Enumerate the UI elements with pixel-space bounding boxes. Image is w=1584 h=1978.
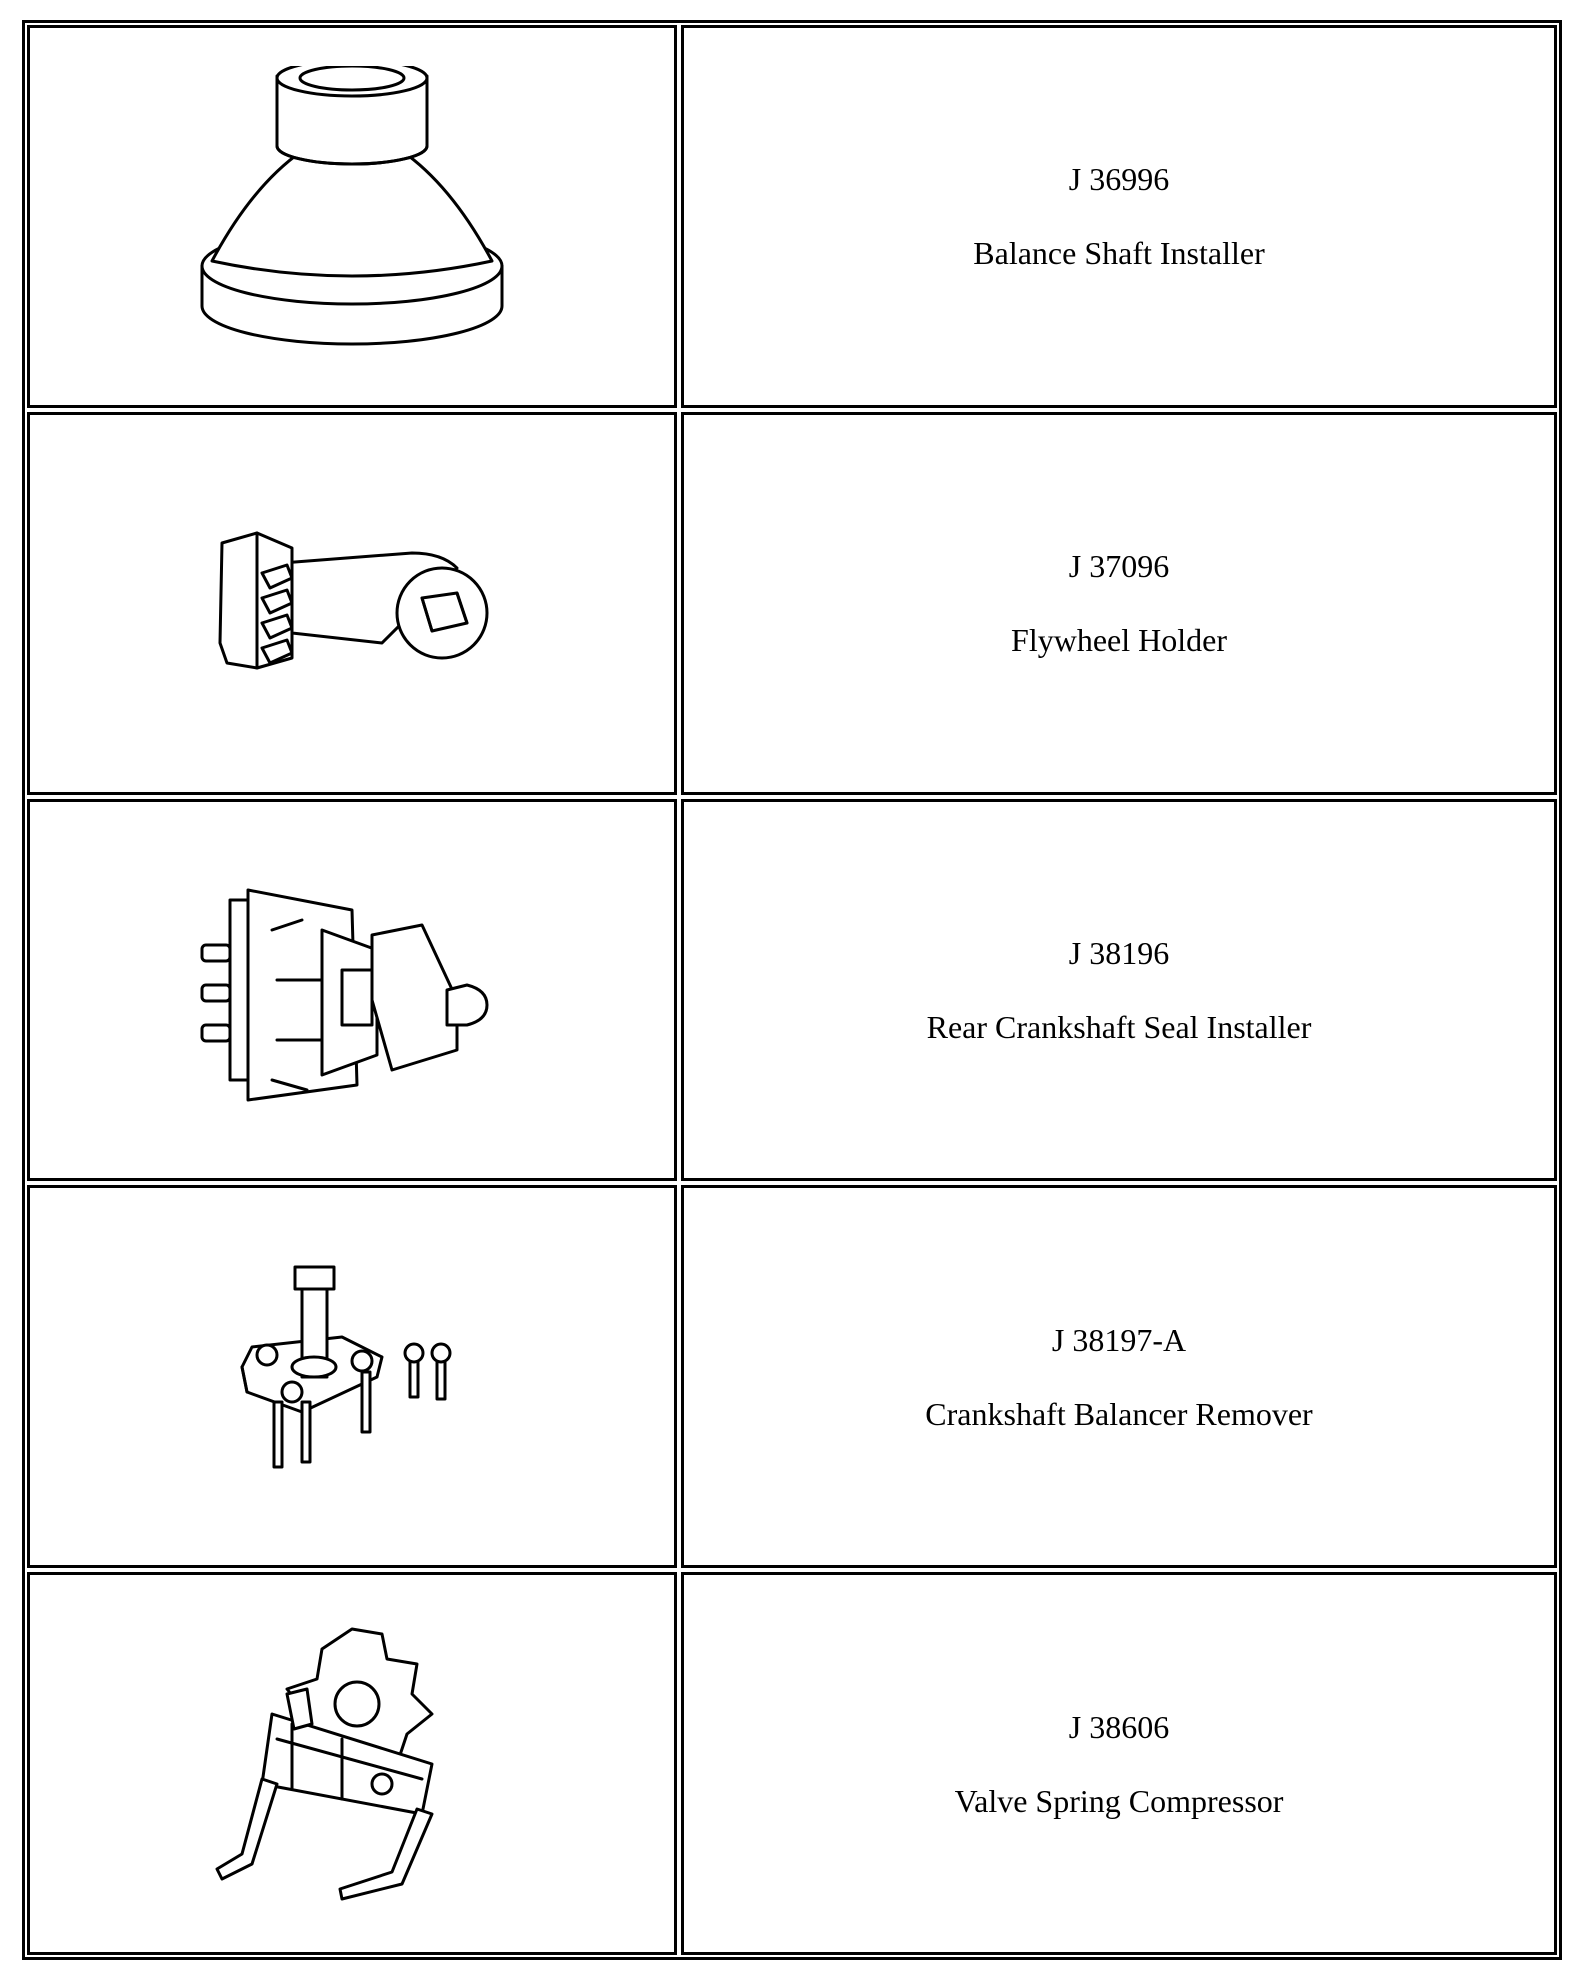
- tool-illustration-cell: [27, 1185, 677, 1569]
- tool-number: J 38196: [1068, 934, 1170, 971]
- tool-illustration-cell: [27, 25, 677, 408]
- tool-description-cell: J 37096 Flywheel Holder: [681, 411, 1557, 795]
- tool-description-cell: J 38196 Rear Crankshaft Seal Installer: [681, 798, 1557, 1182]
- tool-description-cell: J 36996 Balance Shaft Installer: [681, 25, 1557, 408]
- tool-illustration-cell: [27, 411, 677, 795]
- tool-illustration-cell: [27, 1572, 677, 1955]
- tool-name: Crankshaft Balancer Remover: [925, 1395, 1313, 1432]
- tool-number: J 38197-A: [1051, 1321, 1187, 1358]
- tool-name: Flywheel Holder: [1011, 622, 1227, 659]
- tool-description-cell: J 38606 Valve Spring Compressor: [681, 1572, 1557, 1955]
- crankshaft-balancer-remover-drawing: [240, 1265, 452, 1469]
- tool-description-cell: J 38197-A Crankshaft Balancer Remover: [681, 1185, 1557, 1569]
- valve-spring-compressor-drawing: [215, 1627, 434, 1901]
- tool-name: Rear Crankshaft Seal Installer: [926, 1008, 1312, 1045]
- tool-number: J 38606: [1068, 1708, 1170, 1745]
- tool-number: J 36996: [1068, 161, 1170, 198]
- tool-illustration-cell: [27, 798, 677, 1182]
- balance-shaft-installer-drawing: [200, 66, 504, 346]
- tool-name: Valve Spring Compressor: [954, 1782, 1284, 1819]
- rear-crankshaft-seal-installer-drawing: [200, 888, 489, 1102]
- special-tools-table: J 36996 Balance Shaft Installer J 37096 …: [22, 20, 1562, 1960]
- flywheel-holder-drawing: [218, 531, 489, 670]
- tool-name: Balance Shaft Installer: [973, 235, 1265, 272]
- tool-number: J 37096: [1068, 548, 1170, 585]
